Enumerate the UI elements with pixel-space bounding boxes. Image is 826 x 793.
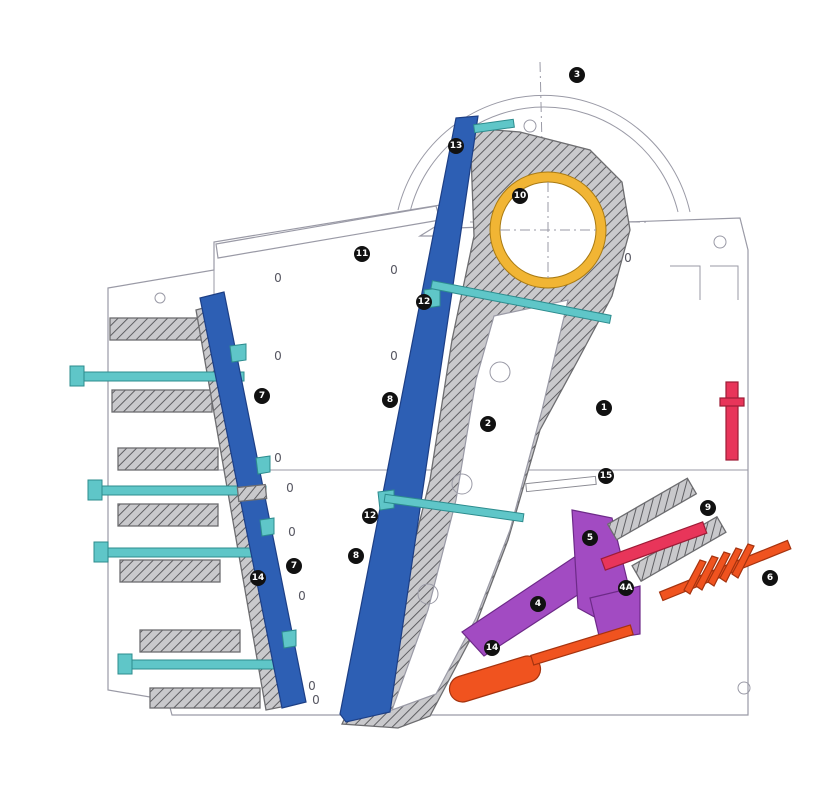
callout-label: 9 <box>705 503 711 513</box>
callout-4a: 4A <box>618 580 634 596</box>
callout-6: 6 <box>762 570 778 586</box>
callout-7a: 7 <box>254 388 270 404</box>
callout-15: 15 <box>598 468 614 484</box>
callout-1: 1 <box>596 400 612 416</box>
callout-label: 8 <box>387 395 393 405</box>
frame-mark: 0 <box>274 271 282 285</box>
callout-label: 15 <box>600 471 613 481</box>
callout-12a: 12 <box>416 294 432 310</box>
callout-3: 3 <box>569 67 585 83</box>
callout-5: 5 <box>582 530 598 546</box>
callout-14b: 14 <box>484 640 500 656</box>
callout-label: 13 <box>450 141 463 151</box>
callout-label: 14 <box>486 643 499 653</box>
frame-marks: 0 0 0 0 0 0 0 0 0 0 0 <box>274 251 632 707</box>
frame-mark: 0 <box>286 481 294 495</box>
hydraulic-cylinder <box>448 624 634 703</box>
callout-8b: 8 <box>348 548 364 564</box>
callout-label: 1 <box>601 403 607 413</box>
callout-14a: 14 <box>250 570 266 586</box>
callout-12b: 12 <box>362 508 378 524</box>
callout-label: 2 <box>485 419 491 429</box>
callout-label: 14 <box>252 573 265 583</box>
callout-4: 4 <box>530 596 546 612</box>
frame-mark: 0 <box>298 589 306 603</box>
callout-label: 6 <box>767 573 773 583</box>
hydraulic-link <box>525 475 597 493</box>
callout-label: 4 <box>535 599 541 609</box>
callout-label: 7 <box>259 391 265 401</box>
callout-label: 5 <box>587 533 593 543</box>
frame-mark: 0 <box>308 679 316 693</box>
callout-label: 3 <box>574 70 580 80</box>
frame-mark: 0 <box>274 349 282 363</box>
frame-mark: 0 <box>288 525 296 539</box>
frame-mark: 0 <box>390 349 398 363</box>
callout-11: 11 <box>354 246 370 262</box>
callout-2: 2 <box>480 416 496 432</box>
callout-10: 10 <box>512 188 528 204</box>
callout-label: 4A <box>619 583 632 593</box>
eccentric-shaft-bearing <box>489 171 607 289</box>
callout-label: 10 <box>514 191 527 201</box>
callout-9: 9 <box>700 500 716 516</box>
tension-spring <box>658 539 792 602</box>
callout-label: 12 <box>418 297 431 307</box>
tension-rod <box>600 381 745 571</box>
callout-7b: 7 <box>286 558 302 574</box>
callout-label: 11 <box>356 249 369 259</box>
frame-mark: 0 <box>390 263 398 277</box>
callout-8a: 8 <box>382 392 398 408</box>
frame-mark: 0 <box>312 693 320 707</box>
tie-rods-left <box>69 365 297 675</box>
callout-label: 8 <box>353 551 359 561</box>
frame-mark: 0 <box>274 451 282 465</box>
frame-mark: 0 <box>624 251 632 265</box>
toggle-assembly <box>461 477 727 657</box>
callout-label: 12 <box>364 511 377 521</box>
callout-13: 13 <box>448 138 464 154</box>
tie-rods-right <box>383 280 612 523</box>
callout-label: 7 <box>291 561 297 571</box>
